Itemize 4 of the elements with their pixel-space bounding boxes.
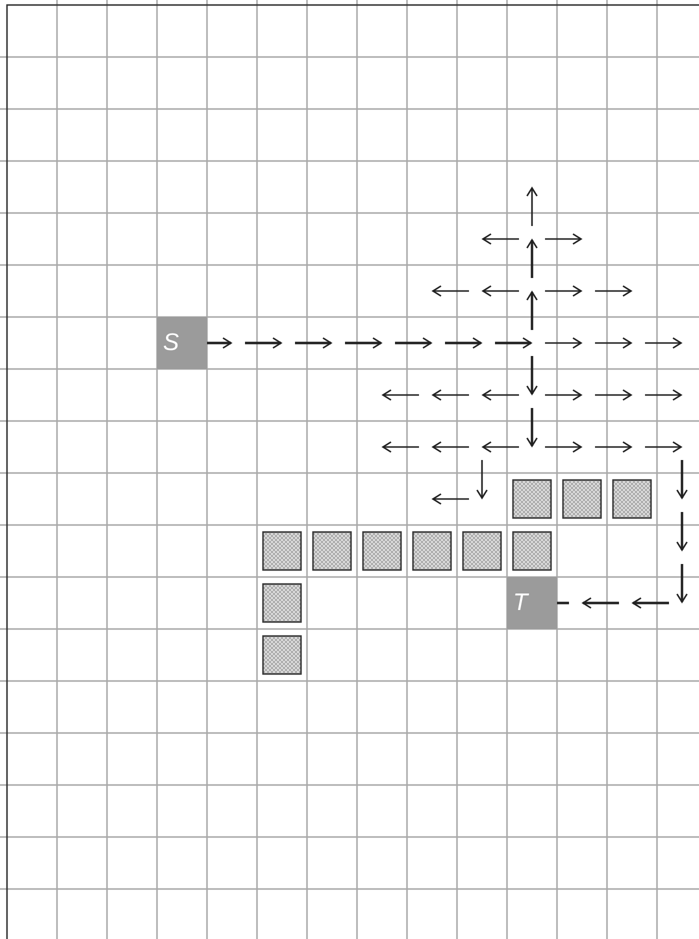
cell-letter: S [162, 331, 180, 355]
start-cell [157, 317, 207, 369]
cell-letter: T [512, 591, 528, 615]
target-cell [507, 577, 557, 629]
